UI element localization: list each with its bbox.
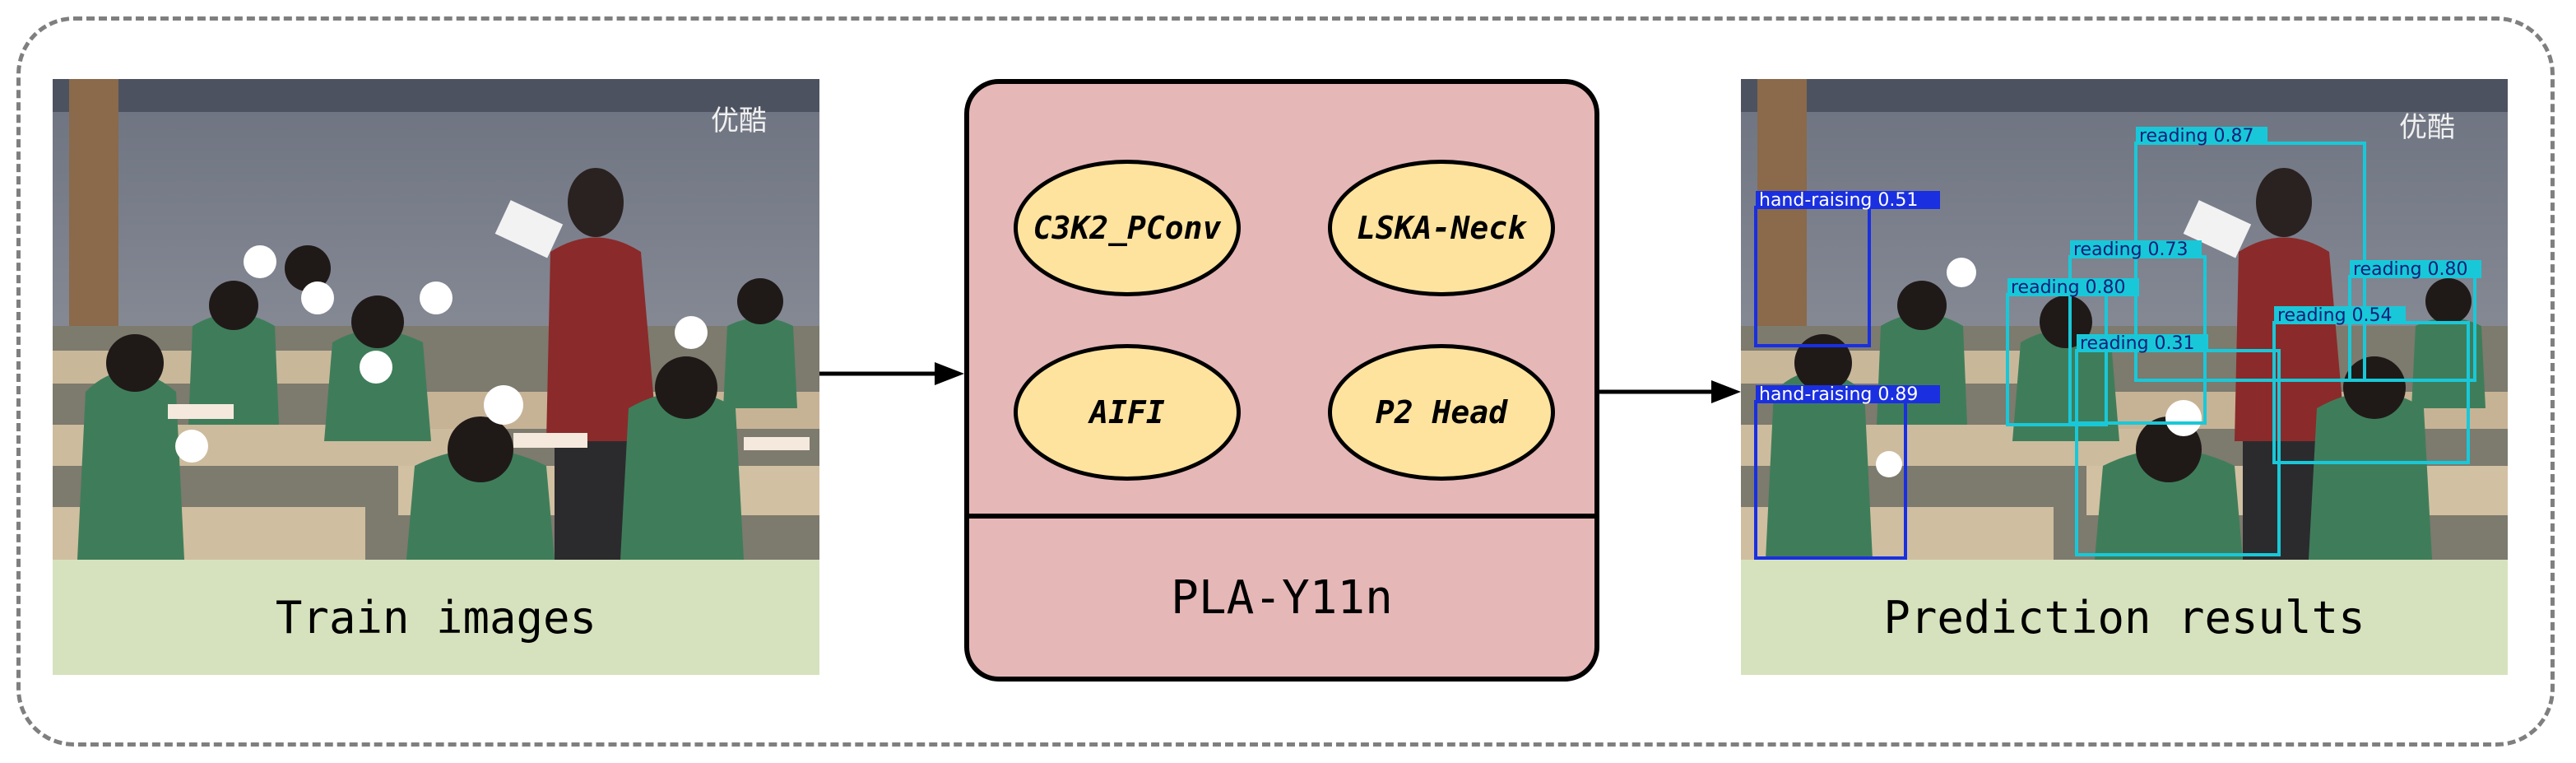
model-name: PLA-Y11n (1171, 570, 1393, 625)
watermark-text: 优酷 (711, 105, 767, 137)
arrow-input-to-model (819, 362, 964, 385)
detection-label: reading 0.73 (2073, 240, 2188, 260)
train-images-panel: 优酷 Train images (53, 79, 819, 675)
prediction-results-panel: 优酷 hand-raising 0.51 hand-raising 0.89 r… (1741, 79, 2508, 675)
detection-label: hand-raising 0.51 (1759, 190, 1918, 211)
module-aifi: AIFI (1014, 344, 1241, 481)
detection-label: reading 0.80 (2353, 259, 2468, 280)
classroom-photo-input: 优酷 (53, 79, 819, 560)
detection-label: hand-raising 0.89 (1759, 384, 1918, 405)
detection-label: reading 0.54 (2277, 305, 2393, 326)
detection-label: reading 0.31 (2080, 333, 2195, 354)
outer-dashed-frame (16, 16, 2555, 747)
module-c3k2-pconv: C3K2_PConv (1014, 160, 1241, 296)
model-divider (969, 514, 1594, 519)
detection-label: reading 0.87 (2139, 126, 2254, 147)
input-caption: Train images (53, 560, 819, 675)
model-block: C3K2_PConv LSKA-Neck AIFI P2 Head PLA-Y1… (964, 79, 1599, 682)
arrow-model-to-output (1599, 380, 1741, 403)
watermark-text: 优酷 (2399, 111, 2455, 144)
classroom-photo-output: 优酷 hand-raising 0.51 hand-raising 0.89 r… (1741, 79, 2508, 560)
detection-label: reading 0.80 (2011, 277, 2126, 298)
module-lska-neck: LSKA-Neck (1328, 160, 1555, 296)
output-caption: Prediction results (1741, 560, 2508, 675)
module-p2-head: P2 Head (1328, 344, 1555, 481)
